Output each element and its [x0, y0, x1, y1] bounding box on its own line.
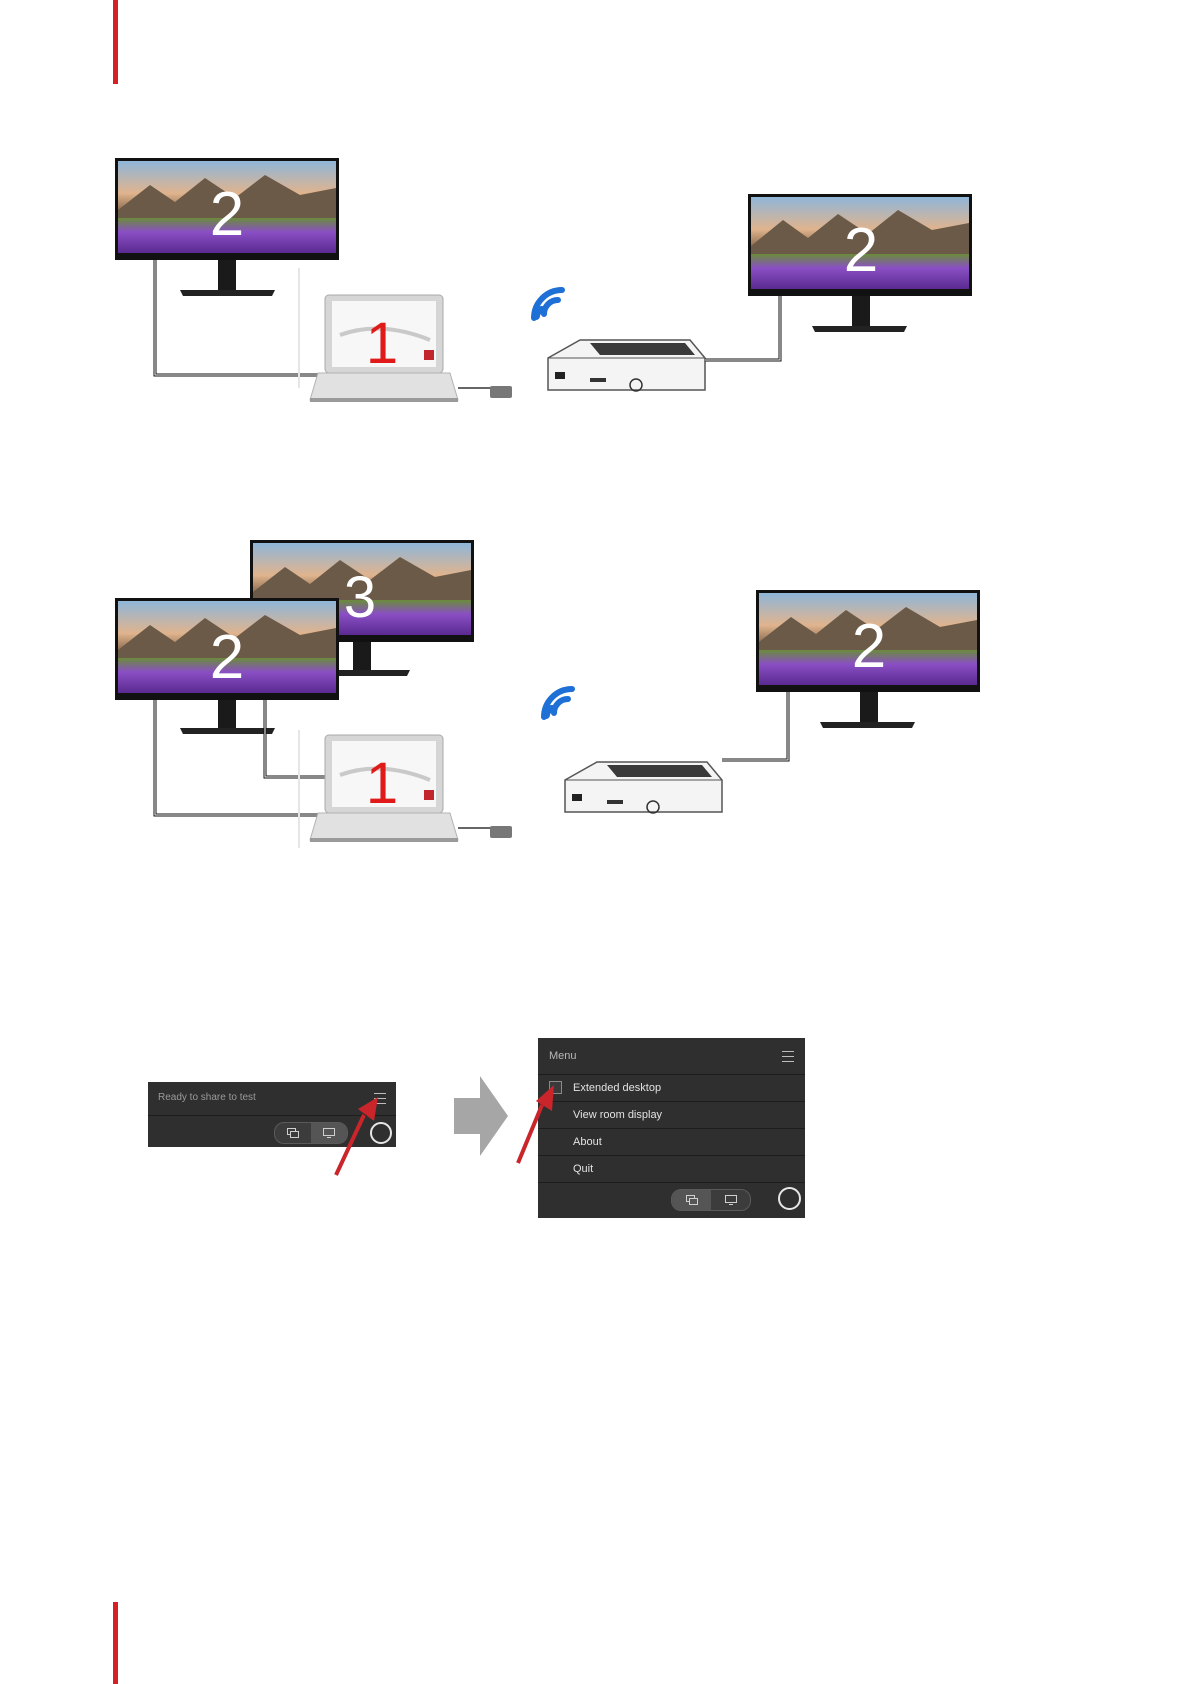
right-monitor-number: 2: [852, 612, 886, 681]
menu-item-label: About: [573, 1136, 602, 1148]
left-monitor-number: 2: [210, 180, 244, 249]
red-arrow-icon: [512, 1075, 562, 1165]
menu-header: Menu: [538, 1038, 805, 1075]
share-mode-toggle[interactable]: [671, 1189, 751, 1211]
wifi-icon: [544, 689, 572, 717]
base-unit: [565, 762, 722, 813]
figure-extended-desktop-setup: 3 2 1: [0, 535, 1191, 855]
right-arrow-icon: [454, 1076, 510, 1156]
share-button-icon[interactable]: [778, 1187, 801, 1210]
menu-item-label: View room display: [573, 1109, 662, 1121]
menu-item-extended-desktop[interactable]: Extended desktop: [538, 1075, 805, 1102]
base-unit: [548, 340, 705, 391]
menu-item-quit[interactable]: Quit: [538, 1156, 805, 1183]
front-monitor-number: 2: [210, 623, 244, 692]
laptop-number: 1: [366, 751, 398, 816]
figure-single-screen-setup: 2 1: [0, 150, 1191, 420]
menu-footer: [538, 1183, 805, 1216]
menu-title: Menu: [549, 1050, 577, 1062]
menu-item-label: Quit: [573, 1163, 593, 1175]
page-accent-bar-bottom: [113, 1602, 118, 1684]
desktop-mode-icon[interactable]: [711, 1190, 750, 1210]
window-mode-icon[interactable]: [275, 1123, 311, 1143]
right-monitor-number: 2: [844, 216, 878, 285]
menu-item-label: Extended desktop: [573, 1082, 661, 1094]
status-text: Ready to share to test: [158, 1092, 256, 1103]
clickshare-widget-menu: Menu Extended desktop View room display …: [538, 1038, 805, 1218]
laptop: [298, 730, 512, 848]
laptop: [298, 268, 512, 402]
laptop-number: 1: [366, 311, 398, 376]
window-mode-icon[interactable]: [672, 1190, 711, 1210]
menu-icon[interactable]: [782, 1051, 794, 1062]
back-monitor-number: 3: [344, 565, 376, 630]
red-arrow-icon: [330, 1085, 390, 1180]
wifi-icon: [533, 278, 574, 320]
menu-item-view-room-display[interactable]: View room display: [538, 1102, 805, 1129]
page-accent-bar-top: [113, 0, 118, 84]
menu-item-about[interactable]: About: [538, 1129, 805, 1156]
